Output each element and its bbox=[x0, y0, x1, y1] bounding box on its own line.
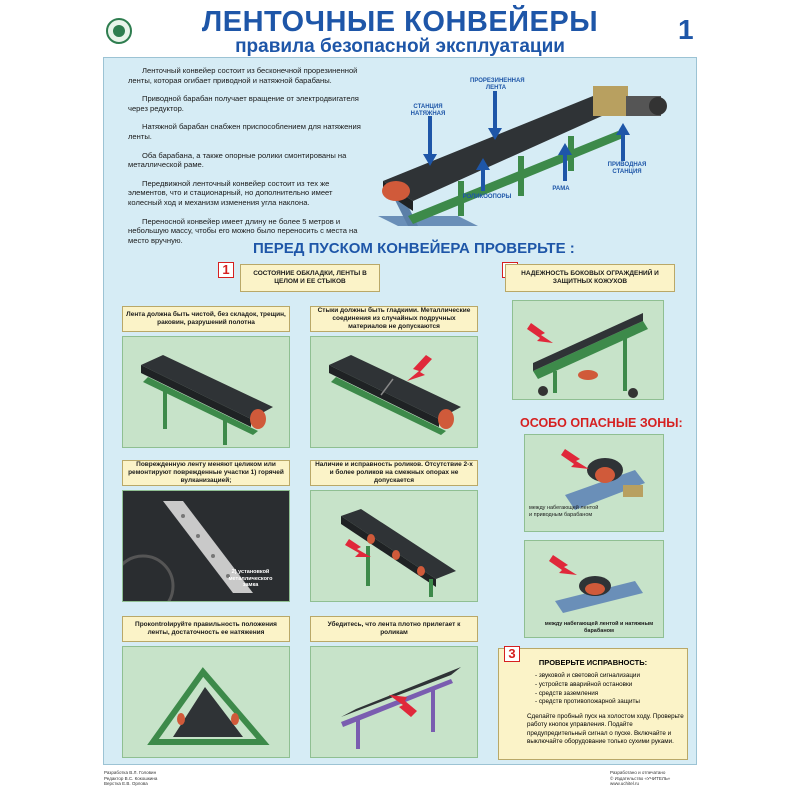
danger-zone-drive-image: между набегающей лентой и приводным бара… bbox=[524, 434, 664, 532]
belt-joints-image bbox=[310, 336, 478, 448]
callout-rubber-belt: ПРОРЕЗИНЕННАЯ ЛЕНТА bbox=[470, 78, 525, 91]
belt-clean-caption: Лента должна быть чистой, без складок, т… bbox=[122, 306, 290, 332]
checklist-item: - средств противопожарной защиты bbox=[535, 698, 640, 706]
danger-zone-tension-image: между набегающей лентой и натяжным бараб… bbox=[524, 540, 664, 638]
belt-tension-caption: Прокontrolируйте правильность положения … bbox=[122, 616, 290, 642]
rollers-image bbox=[310, 490, 478, 602]
intro-paragraph: Приводной барабан получает вращение от э… bbox=[128, 94, 359, 113]
belt-joints-caption: Стыки должны быть гладкими. Металлически… bbox=[310, 306, 478, 332]
intro-paragraph: Передвижной ленточный конвейер состоит и… bbox=[128, 178, 333, 207]
guards-image bbox=[512, 300, 664, 400]
page-subtitle: правила безопасной эксплуатации bbox=[235, 36, 565, 57]
checklist-item: - звуковой и световой сигнализации bbox=[535, 672, 640, 679]
page-number: 1 bbox=[678, 14, 694, 45]
callout-roller-supports: РОЛИКООПОРЫ bbox=[462, 194, 512, 200]
intro-paragraph: Оба барабана, а также опорные ролики смо… bbox=[128, 150, 347, 170]
conveyor-illustration bbox=[378, 86, 667, 226]
callout-tension-station: СТАНЦИЯ НАТЯЖНАЯ bbox=[410, 104, 446, 117]
belt-contact-caption: Убедитесь, что лента плотно прилегает к … bbox=[310, 616, 478, 642]
intro-paragraph: Натяжной барабан снабжен приспособлением… bbox=[128, 122, 361, 141]
danger-zone-drive-note: между набегающей лентой и приводным бара… bbox=[529, 505, 599, 518]
step-number-badge: 3 bbox=[504, 646, 520, 662]
page-title: ЛЕНТОЧНЫЕ КОНВЕЙЕРЫ bbox=[201, 6, 599, 38]
intro-paragraph: Переносной конвейер имеет длину не более… bbox=[128, 216, 358, 245]
callout-frame: РАМА bbox=[552, 186, 570, 192]
rollers-caption: Наличие и исправность роликов. Отсутстви… bbox=[310, 460, 478, 486]
checklist-items: - звуковой и световой сигнализации - уст… bbox=[535, 672, 687, 707]
belt-contact-image bbox=[310, 646, 478, 758]
repair-lock-note: 2) установкой металлического замка bbox=[228, 569, 273, 588]
conveyor-diagram: СТАНЦИЯ НАТЯЖНАЯ ПРОРЕЗИНЕННАЯ ЛЕНТА ПРИ… bbox=[368, 66, 688, 236]
checklist-footer: Сделайте пробный пуск на холостом ходу. … bbox=[527, 713, 684, 745]
belt-repair-image: 2) установкой металлического замка bbox=[122, 490, 290, 602]
danger-zone-tension-note: между набегающей лентой и натяжным бараб… bbox=[544, 621, 654, 634]
section-heading: ПЕРЕД ПУСКОМ КОНВЕЙЕРА ПРОВЕРЬТЕ : bbox=[253, 240, 575, 257]
checklist-item: - средств заземления bbox=[535, 689, 599, 697]
step2-label: НАДЕЖНОСТЬ БОКОВЫХ ОГРАЖДЕНИЙ И ЗАЩИТНЫХ… bbox=[505, 264, 675, 292]
callout-drive-station: ПРИВОДНАЯ СТАНЦИЯ bbox=[607, 162, 647, 175]
checklist-heading: ПРОВЕРЬТЕ ИСПРАВНОСТЬ: bbox=[538, 658, 648, 667]
danger-zones-title: ОСОБО ОПАСНЫЕ ЗОНЫ: bbox=[520, 416, 683, 430]
credits-left: Разработка В.Л. Головин Редактор В.С. Ко… bbox=[104, 770, 158, 786]
step-number-badge: 1 bbox=[218, 262, 234, 278]
step1-label: СОСТОЯНИЕ ОБКЛАДКИ, ЛЕНТЫ В ЦЕЛОМ И ЕЕ С… bbox=[240, 264, 380, 292]
checklist-item: - устройств аварийной остановки bbox=[535, 680, 633, 688]
belt-repair-caption: Поврежденную ленту меняют целиком или ре… bbox=[122, 460, 290, 486]
belt-clean-image bbox=[122, 336, 290, 448]
credits-right: Разработано и отпечатано © Издательство … bbox=[610, 770, 671, 786]
step3-checklist: ПРОВЕРЬТЕ ИСПРАВНОСТЬ: - звуковой и свет… bbox=[498, 648, 688, 760]
belt-tension-image bbox=[122, 646, 290, 758]
publisher-logo-icon bbox=[106, 18, 132, 44]
intro-text: Ленточный конвейер состоит из бесконечно… bbox=[128, 66, 363, 254]
intro-paragraph: Ленточный конвейер состоит из бесконечно… bbox=[128, 66, 358, 85]
